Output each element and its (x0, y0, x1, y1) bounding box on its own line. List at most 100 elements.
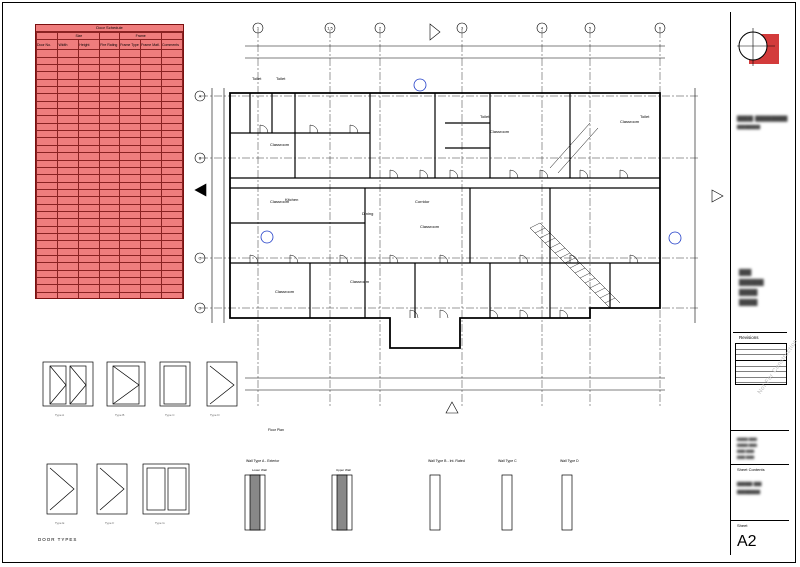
table-row (36, 240, 183, 249)
table-row (36, 130, 183, 139)
table-row (36, 269, 183, 279)
svg-text:Type C: Type C (165, 413, 175, 417)
schedule-header: Comments (161, 39, 183, 51)
door-schedule: Door Schedule Size Frame Door No. Width … (35, 24, 184, 299)
door-swing (449, 169, 459, 179)
room-label: Classroom (420, 224, 440, 229)
table-row (36, 276, 183, 286)
door-swing (409, 309, 419, 319)
room-label: Classroom (620, 119, 640, 124)
door-swing (439, 309, 449, 319)
table-row (36, 284, 183, 293)
door-schedule-title: Door Schedule (36, 25, 183, 32)
room-label: Toilet (480, 114, 490, 119)
table-row (36, 71, 183, 80)
wall-sub-label: Lower Wall (252, 468, 267, 472)
room-label: Toilet (252, 76, 262, 81)
table-row (36, 86, 183, 95)
svg-text:Type E: Type E (55, 521, 64, 525)
grid-bubble-label: 1 (257, 26, 260, 31)
room-label: Dining (362, 211, 373, 216)
room-label: Toilet (640, 114, 650, 119)
wall-type-label: Wall Type C (498, 459, 517, 463)
wall-type-label: Wall Type D (560, 459, 579, 463)
door-swing (519, 254, 529, 264)
grid-bubble-label: 6 (659, 26, 662, 31)
door-swing (509, 169, 519, 179)
revisions-table (735, 343, 787, 385)
room-label: Corridor (415, 199, 430, 204)
door-swing (259, 124, 269, 134)
room-label: Classroom (270, 142, 290, 147)
room-label: Classroom (275, 289, 295, 294)
room-label: Classroom (350, 279, 370, 284)
table-row (36, 159, 183, 168)
table-row (36, 291, 183, 298)
door-types-label: DOOR TYPES (38, 537, 78, 542)
table-row (36, 93, 183, 102)
door-swing (579, 169, 589, 179)
door-swing (389, 254, 399, 264)
svg-text:Type F: Type F (105, 521, 114, 525)
door-swing (569, 254, 579, 264)
door-swing (489, 309, 499, 319)
door-swing (389, 169, 399, 179)
table-row (36, 64, 183, 73)
table-row (36, 152, 183, 161)
table-row (36, 144, 183, 154)
svg-text:Type D: Type D (210, 413, 220, 417)
svg-text:Type B: Type B (115, 413, 124, 417)
revisions-label: Revisions (739, 335, 759, 340)
title-block: ▆▆▆ ▆▆▆▆▆▆ ▆▆▆▆▆▆ ▆▆▆▆▆▆▆▆▆▆▆▆ Revisions… (730, 12, 799, 555)
floor-plan-label: Floor Plan (268, 428, 284, 432)
grid-bubble-label: 1.5 (327, 26, 333, 31)
sheet-contents-label: Sheet Contents (737, 467, 765, 472)
door-swing (539, 169, 549, 179)
firm-logo (737, 28, 779, 66)
schedule-header: Door No. (36, 39, 59, 51)
table-row (36, 100, 183, 110)
grid-bubble-label: 4 (541, 26, 544, 31)
table-row (36, 247, 183, 256)
table-row (36, 115, 183, 124)
door-swing (349, 124, 359, 134)
wall-types (244, 474, 573, 531)
table-row (36, 203, 183, 212)
door-swing (309, 124, 319, 134)
wall-type-label: Wall Type A - Exterior (246, 459, 280, 463)
door-swing (629, 254, 639, 264)
wall-type-label: Wall Type B - Int. Rated (428, 459, 465, 463)
svg-text:Type A: Type A (55, 413, 64, 417)
table-row (36, 137, 183, 146)
sheet-number: A2 (737, 533, 757, 550)
table-row (36, 232, 183, 242)
sheet-label: Sheet (737, 523, 748, 528)
door-swing (619, 169, 629, 179)
schedule-header: Fire Rating (99, 39, 121, 51)
table-row (36, 56, 183, 66)
door-types: Type A Type B Type C Type D Type E Type F Typ… (42, 361, 238, 525)
table-row (36, 166, 183, 176)
schedule-header: Frame Matl. (140, 39, 163, 51)
svg-text:Type G: Type G (155, 521, 165, 525)
grid-bubble-label: 3 (461, 26, 464, 31)
table-row (36, 108, 183, 117)
table-row (36, 262, 183, 271)
schedule-header: Height (78, 39, 101, 51)
table-row (36, 196, 183, 205)
table-row (36, 49, 183, 58)
room-label: Kitchen (285, 197, 298, 202)
wall-sub-label: Upper Wall (336, 468, 351, 472)
door-swing (419, 169, 429, 179)
door-swing (289, 254, 299, 264)
table-row (36, 210, 183, 220)
schedule-group-size: Size (57, 31, 101, 41)
table-row (36, 181, 183, 190)
table-row (36, 218, 183, 227)
table-row (36, 122, 183, 132)
room-label: Classroom (270, 199, 290, 204)
door-schedule-table: Size Frame Door No. Width Height Fire Ra… (36, 31, 183, 298)
door-swing (559, 309, 569, 319)
table-row (36, 174, 183, 183)
room-label: Classroom (490, 129, 510, 134)
